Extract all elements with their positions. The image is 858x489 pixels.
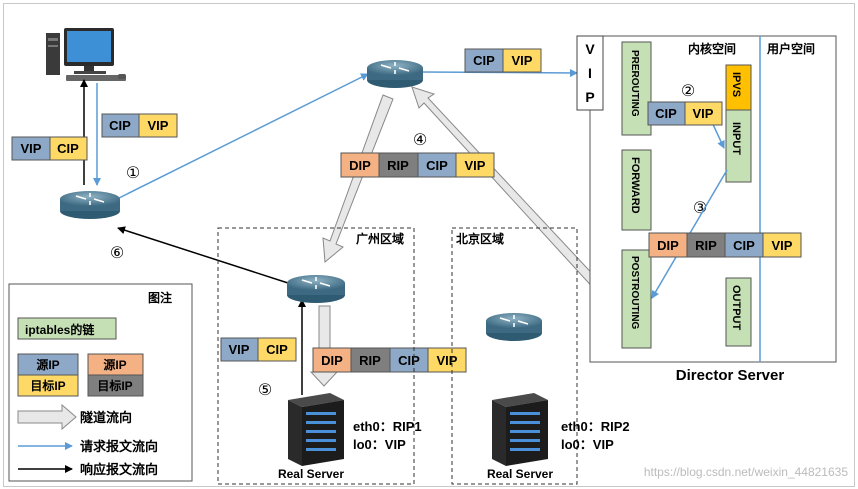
packet-cell: VIP (21, 141, 42, 156)
packet-cell: CIP (109, 118, 131, 133)
legend-chain-swatch (17, 317, 117, 340)
packet-response-server: VIP CIP (220, 337, 297, 362)
legend-chain-label: iptables的链 (25, 322, 95, 337)
tunnel-arrow-down-to-server (309, 305, 339, 387)
legend-dst-ip-label: 目标IP (97, 378, 132, 393)
director-server-label: Director Server (676, 367, 785, 384)
client-computer-icon (46, 28, 126, 81)
legend-request-label: 请求报文流向 (80, 439, 158, 454)
step-4: ④ (413, 132, 427, 149)
user-space-label: 用户空间 (766, 41, 815, 56)
chain-prerouting (621, 41, 652, 136)
legend-dst-ip-yellow (17, 374, 79, 397)
chain-ipvs (725, 64, 752, 111)
packet-request-client: CIP VIP (101, 113, 178, 138)
legend-dst-ip-gray (87, 374, 144, 397)
step-5: ⑤ (258, 382, 272, 399)
packet-tunnel-server: DIP RIP CIP VIP (312, 347, 467, 373)
zone-guangzhou-label: 广州区域 (356, 231, 404, 246)
packet-cell: CIP (473, 53, 495, 68)
packet-director-encap: DIP RIP CIP VIP (648, 232, 802, 258)
packet-cell: VIP (437, 353, 458, 368)
zone-beijing-label: 北京区域 (456, 231, 504, 246)
watermark: https://blog.csdn.net/weixin_44821635 (644, 465, 848, 479)
response-arrow-to-client-router (117, 226, 289, 284)
legend-src-ip-label: 源IP (103, 357, 126, 372)
packet-cell: CIP (655, 106, 677, 121)
chain-prerouting-label: PREROUTING (629, 50, 640, 117)
legend-tunnel-arrow (17, 403, 77, 431)
legend-title: 图注 (148, 290, 172, 305)
packet-request-top: CIP VIP (464, 48, 542, 73)
packet-director-in: CIP VIP (647, 101, 723, 126)
step-2: ② (681, 83, 695, 100)
chain-postrouting (621, 249, 652, 349)
real-server-lo0: lo0：VIP (353, 437, 406, 452)
packet-cell: CIP (57, 141, 79, 156)
router-icon (60, 191, 120, 219)
router-icon (367, 60, 423, 88)
packet-cell: DIP (349, 158, 371, 173)
step-3: ③ (693, 200, 707, 217)
real-server-lo0: lo0：VIP (561, 437, 614, 452)
chain-forward-label: FORWARD (629, 157, 641, 214)
vip-interface (576, 35, 604, 111)
packet-response-client: VIP CIP (11, 136, 88, 161)
step-1: ① (126, 165, 140, 182)
packet-cell: CIP (398, 353, 420, 368)
chain-input-label: INPUT (730, 122, 742, 155)
router-icon (486, 313, 542, 341)
legend-src-ip-label: 源IP (36, 357, 59, 372)
step-6: ⑥ (110, 245, 124, 262)
real-server-label: Real Server (487, 467, 553, 481)
request-arrow-internet (114, 73, 369, 201)
packet-cell: CIP (266, 342, 288, 357)
packet-cell: VIP (512, 53, 533, 68)
packet-cell: RIP (387, 158, 409, 173)
server-icon (492, 393, 548, 466)
legend-dst-ip-label: 目标IP (30, 378, 65, 393)
chain-output-label: OUTPUT (730, 285, 742, 331)
real-server-label: Real Server (278, 467, 344, 481)
packet-cell: VIP (693, 106, 714, 121)
tunnel-arrow-down-to-guangzhou (322, 94, 394, 263)
zone-guangzhou (217, 227, 415, 485)
chain-input (725, 109, 752, 183)
packet-cell: DIP (657, 238, 679, 253)
chain-output (725, 277, 752, 347)
server-icon (288, 393, 344, 466)
legend-response-label: 响应报文流向 (80, 462, 158, 477)
real-server-eth0: eth0：RIP1 (353, 419, 422, 434)
packet-cell: RIP (359, 353, 381, 368)
vip-letter: V (585, 41, 595, 57)
packet-cell: DIP (321, 353, 343, 368)
packet-cell: CIP (426, 158, 448, 173)
diagram-frame (3, 3, 855, 487)
chain-ipvs-label: IPVS (730, 72, 742, 97)
zone-beijing (451, 227, 578, 485)
router-icon (287, 275, 345, 303)
chain-forward (621, 149, 652, 231)
packet-cell: CIP (733, 238, 755, 253)
packet-cell: VIP (465, 158, 486, 173)
vip-letter: I (588, 65, 592, 81)
vip-letter: P (585, 89, 594, 105)
packet-cell: RIP (695, 238, 717, 253)
packet-tunnel-center: DIP RIP CIP VIP (340, 152, 495, 178)
tunnel-arrow-director-to-top (411, 86, 616, 304)
packet-cell: VIP (148, 118, 169, 133)
kernel-space-label: 内核空间 (688, 41, 736, 56)
real-server-eth0: eth0：RIP2 (561, 419, 630, 434)
packet-cell: VIP (229, 342, 250, 357)
legend-tunnel-label: 隧道流向 (80, 410, 132, 425)
packet-cell: VIP (772, 238, 793, 253)
chain-postrouting-label: POSTROUTING (629, 256, 640, 330)
